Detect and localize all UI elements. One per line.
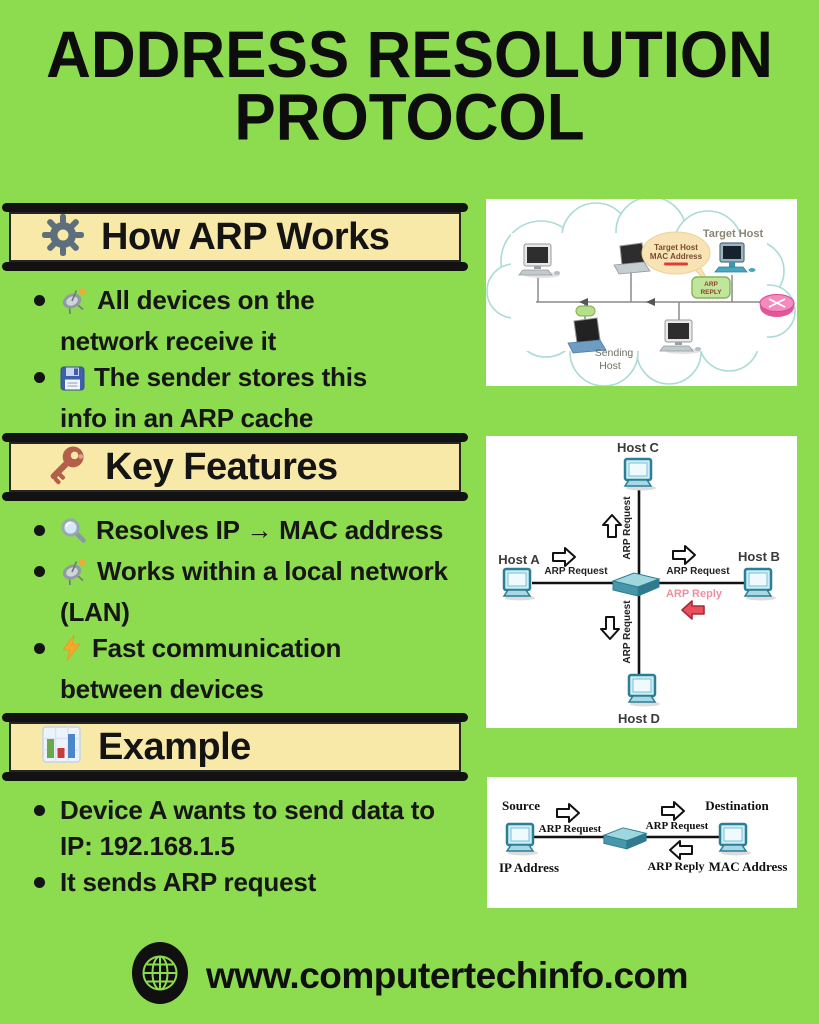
bubble-line2: MAC Address bbox=[650, 252, 703, 261]
section-header-example: Example bbox=[2, 713, 468, 781]
section-title-box: How ARP Works bbox=[9, 212, 461, 262]
page-title-line2: PROTOCOL bbox=[234, 81, 585, 155]
linear-arp-diagram: Source Destination ARP Request ARP Reque… bbox=[487, 777, 797, 908]
bullet-dot bbox=[34, 295, 45, 306]
cloud-network-diagram: Target Host MAC Address Target Host ARP … bbox=[486, 196, 797, 387]
host-a-label: Host A bbox=[498, 552, 540, 567]
host-d-label: Host D bbox=[618, 711, 660, 726]
key-features-list: Resolves IP → MAC address Works bbox=[30, 512, 492, 707]
destination-label: Destination bbox=[705, 798, 769, 813]
bullet-dot bbox=[34, 372, 45, 383]
source-label: Source bbox=[502, 798, 540, 813]
arp-reply-box-line2: REPLY bbox=[700, 289, 722, 296]
bubble-line1: Target Host bbox=[654, 243, 698, 252]
bullet-dot bbox=[34, 643, 45, 654]
list-item: The sender stores this info in an ARP ca… bbox=[30, 359, 420, 436]
key-icon bbox=[41, 441, 89, 494]
sending-host-line1: Sending bbox=[595, 347, 634, 359]
bullet-dot bbox=[34, 805, 45, 816]
divider-bar bbox=[2, 262, 468, 271]
divider-bar bbox=[2, 433, 468, 442]
section-title: Key Features bbox=[105, 445, 338, 488]
divider-bar bbox=[2, 203, 468, 212]
list-item: It sends ARP request bbox=[30, 864, 470, 900]
floppy-disk-icon bbox=[60, 364, 85, 400]
bullet-text: All devices on the network receive it bbox=[60, 285, 315, 356]
bullet-dot bbox=[34, 566, 45, 577]
section-title-box: Example bbox=[9, 722, 461, 772]
list-item: Works within a local network (LAN) bbox=[30, 553, 492, 630]
divider-bar bbox=[2, 713, 468, 722]
list-item: Resolves IP → MAC address bbox=[30, 512, 492, 553]
bullet-text: Resolves IP → MAC address bbox=[96, 515, 444, 545]
arp-request-left-label: ARP Request bbox=[544, 566, 608, 577]
footer: www.computertechinfo.com bbox=[0, 941, 819, 1010]
bullet-text: Works within a local network (LAN) bbox=[60, 556, 448, 627]
gear-icon bbox=[41, 213, 85, 262]
host-c-label: Host C bbox=[617, 440, 660, 455]
bullet-text: Fast communication between devices bbox=[60, 633, 342, 704]
target-host-label: Target Host bbox=[703, 228, 764, 240]
satellite-antenna-icon bbox=[60, 558, 88, 594]
host-b-label: Host B bbox=[738, 549, 780, 564]
bullet-text: It sends ARP request bbox=[60, 867, 317, 897]
section-title-box: Key Features bbox=[9, 442, 461, 492]
page-title: ADDRESS RESOLUTION PROTOCOL bbox=[0, 18, 819, 155]
arp-reply-label: ARP Reply bbox=[666, 588, 723, 600]
mac-address-label: MAC Address bbox=[709, 859, 788, 874]
list-item: Fast communication between devices bbox=[30, 630, 492, 707]
website-url: www.computertechinfo.com bbox=[205, 954, 689, 996]
arp-request-left-label: ARP Request bbox=[539, 823, 602, 835]
sending-host-line2: Host bbox=[599, 360, 621, 372]
section-header-key-features: Key Features bbox=[2, 433, 468, 501]
arp-reply-box-line1: ARP bbox=[704, 281, 718, 288]
router-icon bbox=[759, 294, 795, 317]
divider-bar bbox=[2, 492, 468, 501]
bullet-text: Device A wants to send data to IP: 192.1… bbox=[60, 795, 435, 861]
arp-request-up-label: ARP Request bbox=[622, 496, 633, 560]
bar-chart-icon bbox=[41, 725, 82, 769]
lightning-bolt-icon bbox=[60, 634, 83, 671]
how-arp-works-list: All devices on the network receive it Th… bbox=[30, 282, 420, 436]
bullet-dot bbox=[34, 525, 45, 536]
page-title-line1: ADDRESS RESOLUTION bbox=[46, 18, 773, 92]
section-title: Example bbox=[98, 725, 251, 768]
arp-request-right-label: ARP Request bbox=[646, 820, 709, 832]
magnifying-glass-icon bbox=[60, 517, 87, 553]
section-title: How ARP Works bbox=[101, 215, 390, 258]
section-header-how-arp-works: How ARP Works bbox=[2, 203, 468, 271]
example-list: Device A wants to send data to IP: 192.1… bbox=[30, 792, 470, 900]
arp-request-right-label: ARP Request bbox=[666, 566, 730, 577]
switch-cross-diagram: Host C Host A Host B Host D ARP Request … bbox=[486, 436, 797, 728]
bullet-dot bbox=[34, 877, 45, 888]
ip-address-label: IP Address bbox=[499, 860, 559, 875]
masked-mac-mark bbox=[664, 262, 688, 266]
list-item: All devices on the network receive it bbox=[30, 282, 420, 359]
bullet-text: The sender stores this info in an ARP ca… bbox=[60, 362, 368, 433]
arp-request-down-label: ARP Request bbox=[622, 600, 633, 664]
satellite-antenna-icon bbox=[60, 287, 88, 323]
globe-icon bbox=[131, 941, 189, 1010]
divider-bar bbox=[2, 772, 468, 781]
list-item: Device A wants to send data to IP: 192.1… bbox=[30, 792, 470, 864]
arp-reply-label: ARP Reply bbox=[648, 859, 705, 873]
